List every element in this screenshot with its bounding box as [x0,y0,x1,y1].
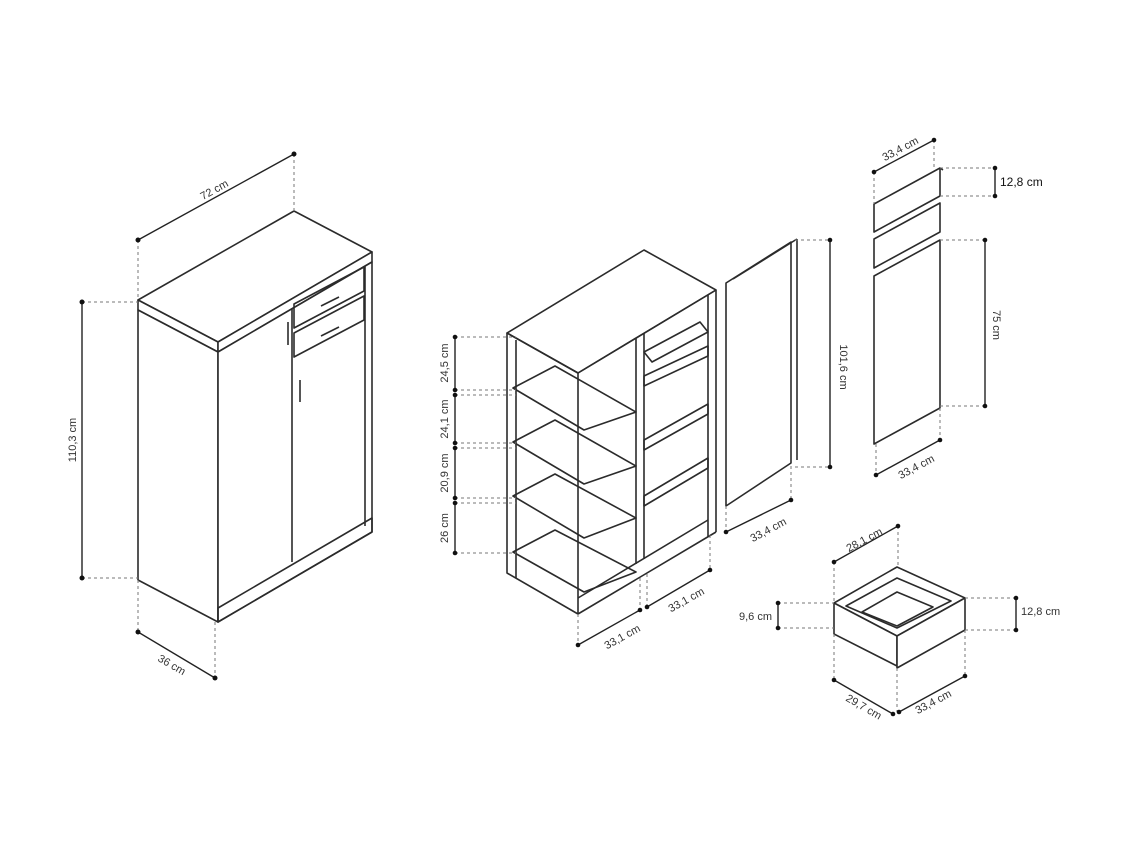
dim-line-drawer-front-width [898,675,966,713]
open-carcass [506,249,717,615]
dim-endpoint [452,334,458,340]
dim-line-front-top-width [873,139,935,173]
dim-line-width [137,153,295,241]
dim-line-right-width [646,569,711,608]
shelf-gap-label: 20,9 cm [439,453,451,492]
dim-endpoint [982,403,988,409]
door-front [873,239,941,445]
dim-endpoint [644,604,650,610]
dim-endpoint [962,673,968,679]
dim-endpoint [1013,595,1019,601]
dim-endpoint [992,193,998,199]
drawer-front-width-label: 33,4 cm [913,688,953,717]
dim-line-left-width [577,609,641,646]
cabinet-width-label: 72 cm [199,178,231,203]
drawer-bottom [861,591,934,627]
dim-line-drawer-back-width [833,525,899,563]
side-panel-top-edge [732,238,798,280]
dim-endpoint [575,642,581,648]
cabinet-drawer-lower [293,295,365,358]
dim-endpoint [1013,627,1019,633]
dim-endpoint [992,165,998,171]
drawer-handle [320,326,340,337]
dim-endpoint [212,675,218,681]
dim-endpoint [79,575,85,581]
shelf [512,365,637,431]
dim-line-panel-width [725,499,792,533]
dim-endpoint [452,440,458,446]
side-panel-width-label: 33,4 cm [748,516,788,545]
dim-endpoint [831,559,837,565]
drawer-inner-rim [845,577,952,629]
dim-endpoint [452,445,458,451]
shelf [512,473,637,539]
fronts-top-width-label: 33,4 cm [880,135,920,164]
dim-endpoint [982,237,988,243]
shelf [643,403,709,451]
drawer-front-height-label: 12,8 cm [1021,606,1060,618]
carcass-front-top-edge [577,289,717,374]
side-panel: 101,6 cm 33,4 cm [723,237,849,545]
dim-endpoint [452,387,458,393]
dim-endpoint [452,495,458,501]
door-height-label: 75 cm [990,310,1002,340]
dim-endpoint [896,709,902,715]
shelf [512,419,637,485]
dim-endpoint [871,169,877,175]
dim-endpoint [637,607,643,613]
side-panel-board [725,241,792,507]
dim-endpoint [291,151,297,157]
dim-line-front-bottom-width [875,439,941,476]
fronts-bottom-width-label: 33,4 cm [896,453,936,482]
carcass-plinth-edge [577,519,709,599]
cabinet-height-label: 110,3 cm [67,418,79,462]
dim-endpoint [873,472,879,478]
dim-endpoint [931,137,937,143]
assembled-cabinet [137,210,373,623]
drawer-front [873,202,941,269]
dim-endpoint [723,529,729,535]
drawer-inner-height-label: 9,6 cm [739,611,772,623]
drawer-box: 28,1 cm 9,6 cm 12,8 cm 29,7 cm 33,4 cm [739,523,1060,722]
dim-endpoint [775,600,781,606]
shelf [643,457,709,507]
cabinet-plinth [217,517,373,623]
dim-endpoint [452,550,458,556]
carcass-dimensions: 24,5 cm 24,1 cm 20,9 cm 26 cm 33,1 cm 33… [439,334,713,652]
drawer-front-height-label: 12,8 cm [1000,175,1043,189]
dim-endpoint [135,629,141,635]
dim-endpoint [452,500,458,506]
dim-line-depth [137,631,216,679]
side-panel-height-label: 101,6 cm [837,344,849,389]
shelf-gap-label: 24,1 cm [439,399,451,438]
shelf [643,321,709,363]
dim-endpoint [788,497,794,503]
dim-endpoint [135,237,141,243]
dim-endpoint [827,464,833,470]
dim-endpoint [827,237,833,243]
drawer-back-width-label: 28,1 cm [844,526,884,555]
shelf [512,529,637,593]
cabinet-depth-label: 36 cm [156,653,188,678]
shelf-gap-label: 26 cm [439,513,451,543]
fronts: 33,4 cm 12,8 cm 75 cm 33,4 cm [871,135,1043,482]
shelf-gap-label: 24,5 cm [439,343,451,382]
drawer-handle [320,296,340,307]
carcass-top [506,249,717,374]
dim-endpoint [707,567,713,573]
cabinet-drawer-upper [293,266,365,329]
shelf [643,345,709,387]
dim-endpoint [937,437,943,443]
carcass-bottom-edge [577,531,717,615]
carcass-right-width-label: 33,1 cm [667,586,707,615]
dim-endpoint [775,625,781,631]
dim-endpoint [79,299,85,305]
dim-endpoint [452,392,458,398]
dim-endpoint [895,523,901,529]
dim-line-drawer-depth [833,679,894,715]
cabinet-left-side [137,309,219,623]
dim-endpoint [890,711,896,717]
dim-endpoint [831,677,837,683]
